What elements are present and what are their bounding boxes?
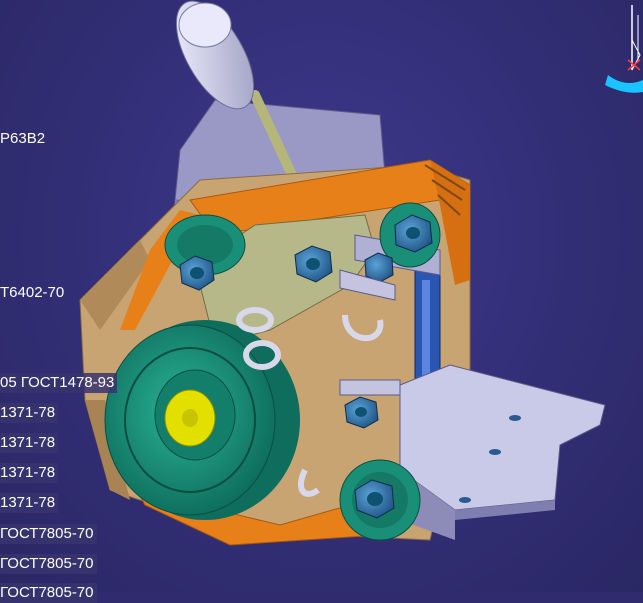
spec-tree-item[interactable]: 05 ГОСТ1478-93 <box>0 373 118 393</box>
large-pulley[interactable] <box>104 320 300 520</box>
spec-tree-item[interactable]: ГОСТ7805-70 <box>0 524 97 544</box>
spec-tree-item[interactable]: ГОСТ7805-70 <box>0 554 97 574</box>
hex-bolt[interactable] <box>179 255 215 291</box>
hex-bolt[interactable] <box>354 479 395 519</box>
mounting-bracket[interactable] <box>399 364 606 540</box>
hex-bolt[interactable] <box>394 214 433 253</box>
spec-tree-item[interactable]: 1371-78 <box>0 493 59 513</box>
idler-pulley-top[interactable] <box>164 214 246 276</box>
hex-bolt[interactable] <box>364 252 394 283</box>
spec-tree-item[interactable]: 1371-78 <box>0 433 59 453</box>
spec-tree-item[interactable]: Р63В2 <box>0 130 46 147</box>
hex-bolt[interactable] <box>294 245 333 283</box>
spec-tree-item[interactable]: Т6402-70 <box>0 284 65 301</box>
hex-bolt[interactable] <box>344 396 379 429</box>
spec-tree-item[interactable]: ГОСТ7805-70 <box>0 583 97 603</box>
spec-tree-item[interactable]: 1371-78 <box>0 403 59 423</box>
eye-bolt[interactable] <box>236 307 384 497</box>
compass-icon[interactable] <box>600 0 643 95</box>
spec-tree-item[interactable]: 1371-78 <box>0 463 59 483</box>
